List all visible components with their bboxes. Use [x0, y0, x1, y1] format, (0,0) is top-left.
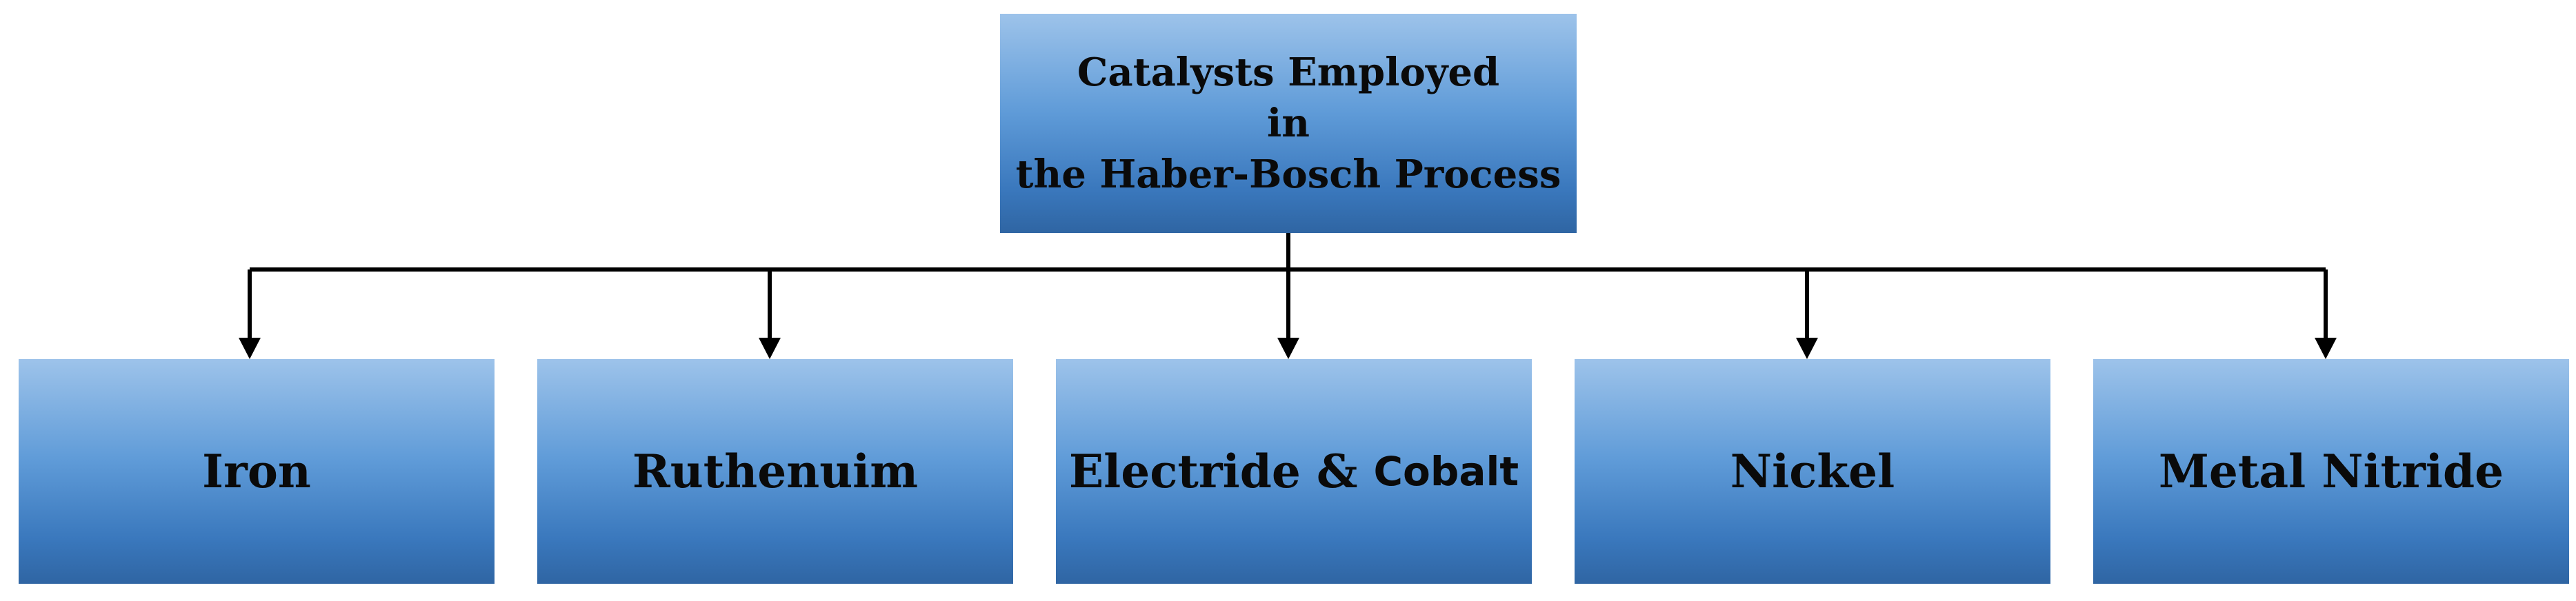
- branch-arrow-nickel: [1796, 269, 1818, 359]
- node-ruthenuim: Ruthenuim: [537, 359, 1013, 584]
- node-label-ruthenuim: Ruthenuim: [632, 445, 919, 498]
- node-electride-cobalt: Electride & Cobalt: [1056, 359, 1532, 584]
- node-metal-nitride: Metal Nitride: [2093, 359, 2569, 584]
- root-line-2: in: [1267, 101, 1310, 146]
- root-line-1: Catalysts Employed: [1077, 50, 1500, 95]
- branch-arrow-ruthenuim: [759, 269, 781, 359]
- node-label-nickel: Nickel: [1730, 445, 1895, 498]
- node-label-electride: Electride &: [1068, 445, 1374, 498]
- node-label-iron: Iron: [202, 445, 311, 498]
- branch-arrow-metal-nitride: [2315, 269, 2337, 359]
- node-iron: Iron: [19, 359, 495, 584]
- node-label-metal-nitride: Metal Nitride: [2158, 445, 2504, 498]
- branch-arrow-iron: [239, 269, 261, 359]
- node-label-cobalt: Cobalt: [1373, 448, 1519, 495]
- root-line-3: the Haber-Bosch Process: [1015, 152, 1561, 197]
- root-node-catalysts: Catalysts Employed in the Haber-Bosch Pr…: [1000, 14, 1577, 233]
- branch-arrow-electride-cobalt: [1277, 269, 1299, 359]
- node-nickel: Nickel: [1575, 359, 2050, 584]
